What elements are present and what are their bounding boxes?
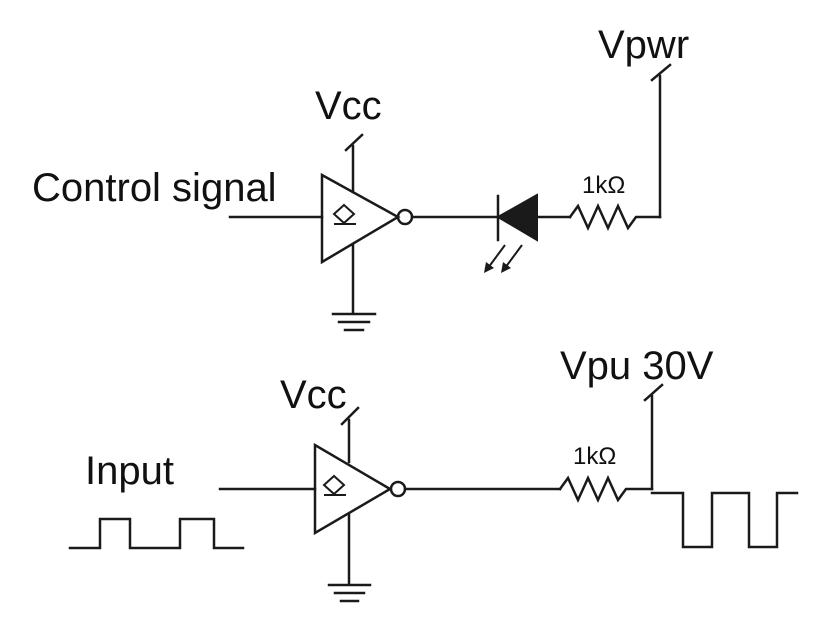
bottom-ground-icon bbox=[327, 583, 372, 603]
top-vcc-label: Vcc bbox=[315, 84, 382, 128]
bottom-inverter-triangle bbox=[313, 442, 393, 536]
top-vcc-tick bbox=[344, 133, 364, 152]
control-signal-label: Control signal bbox=[32, 166, 277, 210]
top-circuit: Control signal Vcc Vpwr 1kΩ bbox=[32, 23, 689, 332]
bottom-vcc-tick bbox=[340, 406, 360, 426]
input-label: Input bbox=[85, 449, 174, 493]
top-resistor-icon bbox=[568, 202, 662, 232]
top-buffer-symbol bbox=[332, 203, 356, 225]
top-ground-icon bbox=[331, 312, 377, 332]
vpwr-tick bbox=[650, 63, 672, 82]
bottom-buffer-symbol bbox=[322, 474, 346, 496]
top-inverter-triangle bbox=[320, 172, 401, 265]
vpu-label: Vpu 30V bbox=[560, 344, 714, 388]
led-icon bbox=[484, 193, 572, 273]
bottom-resistor-label: 1kΩ bbox=[573, 443, 616, 470]
vpu-tick bbox=[643, 383, 664, 402]
bottom-vcc-label: Vcc bbox=[280, 373, 347, 417]
output-waveform bbox=[650, 491, 799, 549]
bottom-inverter-bubble bbox=[389, 480, 407, 498]
input-waveform bbox=[68, 517, 245, 550]
bottom-circuit: Input Vcc Vpu 30V 1kΩ bbox=[68, 344, 799, 603]
bottom-resistor-icon bbox=[558, 474, 654, 504]
vpwr-label: Vpwr bbox=[598, 23, 689, 67]
top-resistor-label: 1kΩ bbox=[582, 172, 625, 199]
